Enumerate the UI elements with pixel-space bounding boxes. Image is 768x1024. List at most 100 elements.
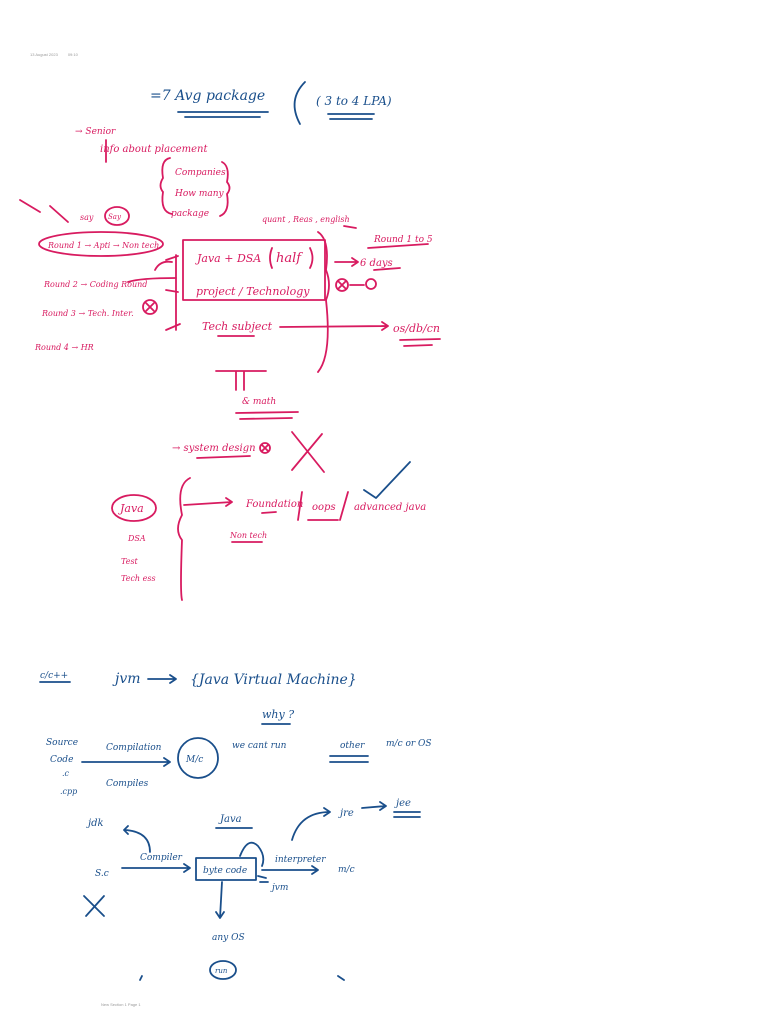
java-circle <box>111 494 157 522</box>
dot-c-note: .c <box>62 769 70 778</box>
interpreter-arrow <box>261 865 319 875</box>
foundation-note: Foundation <box>245 499 303 510</box>
any-os-note: any OS <box>212 933 245 943</box>
avg-range-underline <box>327 113 375 120</box>
package-note: package <box>171 209 209 219</box>
cross-circle-2 <box>365 278 377 290</box>
foundation-underline <box>261 511 277 514</box>
java-underlined-note: Java <box>218 814 242 825</box>
compiler-note: Compiler <box>140 853 183 863</box>
page-header: 13 August 2023 09:10 <box>30 52 78 57</box>
other-underline <box>329 755 369 763</box>
big-x-mark <box>291 431 325 473</box>
right-brace <box>219 161 231 217</box>
tech-subject-arrow <box>279 321 389 331</box>
sc-x-mark <box>83 895 105 917</box>
box-input-arrows <box>127 260 177 283</box>
jvm2-note: jvm <box>270 883 288 893</box>
mc-circle <box>177 737 219 779</box>
six-days-underline <box>373 267 401 271</box>
compilation-note: Compilation <box>106 743 162 753</box>
jre-arrow <box>291 807 331 841</box>
system-design-note: → system design <box>172 443 256 454</box>
any-os-arrow <box>215 881 225 919</box>
os-db-cn-underline <box>399 338 441 347</box>
mc2-note: m/c <box>338 865 355 875</box>
sc-note: S.c <box>95 869 109 879</box>
tech-ess-note: Tech ess <box>121 574 156 583</box>
avg-range-text: ( 3 to 4 LPA) <box>316 94 392 108</box>
math-connector <box>215 370 267 391</box>
round-1-to-5-note: Round 1 to 5 <box>373 235 433 245</box>
mc-or-os-note: m/c or OS <box>386 739 432 749</box>
info-placement-note: info about placement <box>100 144 208 155</box>
round-underline <box>367 243 429 249</box>
cross-circle-1 <box>335 278 349 292</box>
bottom-ticks <box>139 975 345 981</box>
tech-subject-note: Tech subject <box>202 320 273 333</box>
run-note: run <box>215 967 228 975</box>
blue-check-icon <box>363 461 411 499</box>
non-tech-note: Non tech <box>229 531 267 540</box>
system-design-x-mark <box>261 444 269 452</box>
we-cant-run-note: we cant run <box>232 741 287 751</box>
six-days-arrow <box>334 257 359 267</box>
cross-mark-1 <box>337 280 365 290</box>
java-dsa-box <box>182 239 326 301</box>
slash-2 <box>339 491 349 521</box>
jre-note: jre <box>338 808 354 819</box>
test-note: Test <box>121 557 139 566</box>
round1-note: Round 1 → Apti → Non tech <box>47 241 159 250</box>
source-note: Source <box>46 738 78 748</box>
avg-package-heading: =7 Avg package <box>150 88 265 104</box>
compiler-arrow <box>121 863 191 873</box>
bytecode-box <box>195 857 257 881</box>
mc-note: M/c <box>185 755 203 765</box>
oops-note: oops <box>312 502 336 513</box>
jee-note: jee <box>394 798 411 809</box>
round3-note: Round 3 → Tech. Inter. <box>41 309 134 318</box>
java-brace <box>177 477 191 601</box>
dsa-math-note: & math <box>242 397 276 407</box>
say-circled-note: Say <box>108 213 122 221</box>
java-dsa-note: Java + DSA <box>195 252 261 265</box>
round3-x-mark <box>145 302 155 312</box>
left-brace <box>159 157 173 215</box>
slash-1 <box>297 491 303 521</box>
half-note: half <box>276 251 303 266</box>
box-left-connectors <box>165 254 179 331</box>
senior-note: → Senior <box>75 127 116 137</box>
java-label: Java <box>118 502 144 515</box>
half-parens <box>269 247 314 269</box>
c-cpp-note: c/c++ <box>40 671 68 681</box>
compiles-note: Compiles <box>106 779 149 789</box>
interpreter-note: interpreter <box>275 855 326 865</box>
say-note: say <box>80 213 94 222</box>
system-design-x-circle <box>259 442 271 454</box>
dsa-note: DSA <box>127 534 146 543</box>
round2-note: Round 2 → Coding Round <box>43 280 147 289</box>
six-days-note: 6 days <box>360 258 393 269</box>
header-time: 09:10 <box>67 52 78 57</box>
companies-note: Companies <box>175 168 226 178</box>
say-strokes <box>19 199 69 223</box>
jee-underline <box>393 811 421 818</box>
round4-note: Round 4 → HR <box>34 343 94 352</box>
jvm-note: jvm <box>112 671 141 687</box>
round3-x-circle <box>142 299 158 315</box>
compilation-arrow <box>81 757 171 767</box>
jvm-arrow <box>147 674 177 684</box>
bytecode-loop <box>239 841 265 867</box>
jvm-full-note: {Java Virtual Machine} <box>190 672 357 688</box>
say-circle <box>104 206 130 226</box>
advanced-java-note: advanced java <box>354 502 426 513</box>
code-note: Code <box>50 755 73 765</box>
project-tech-note: project / Technology <box>196 285 310 298</box>
bytecode-marks <box>257 875 269 883</box>
open-paren-stroke <box>293 81 306 125</box>
jdk-note: jdk <box>86 818 104 829</box>
round1-circle <box>38 231 164 257</box>
jee-arrow <box>361 801 387 811</box>
quant-note: quant , Reas , english <box>262 215 350 224</box>
